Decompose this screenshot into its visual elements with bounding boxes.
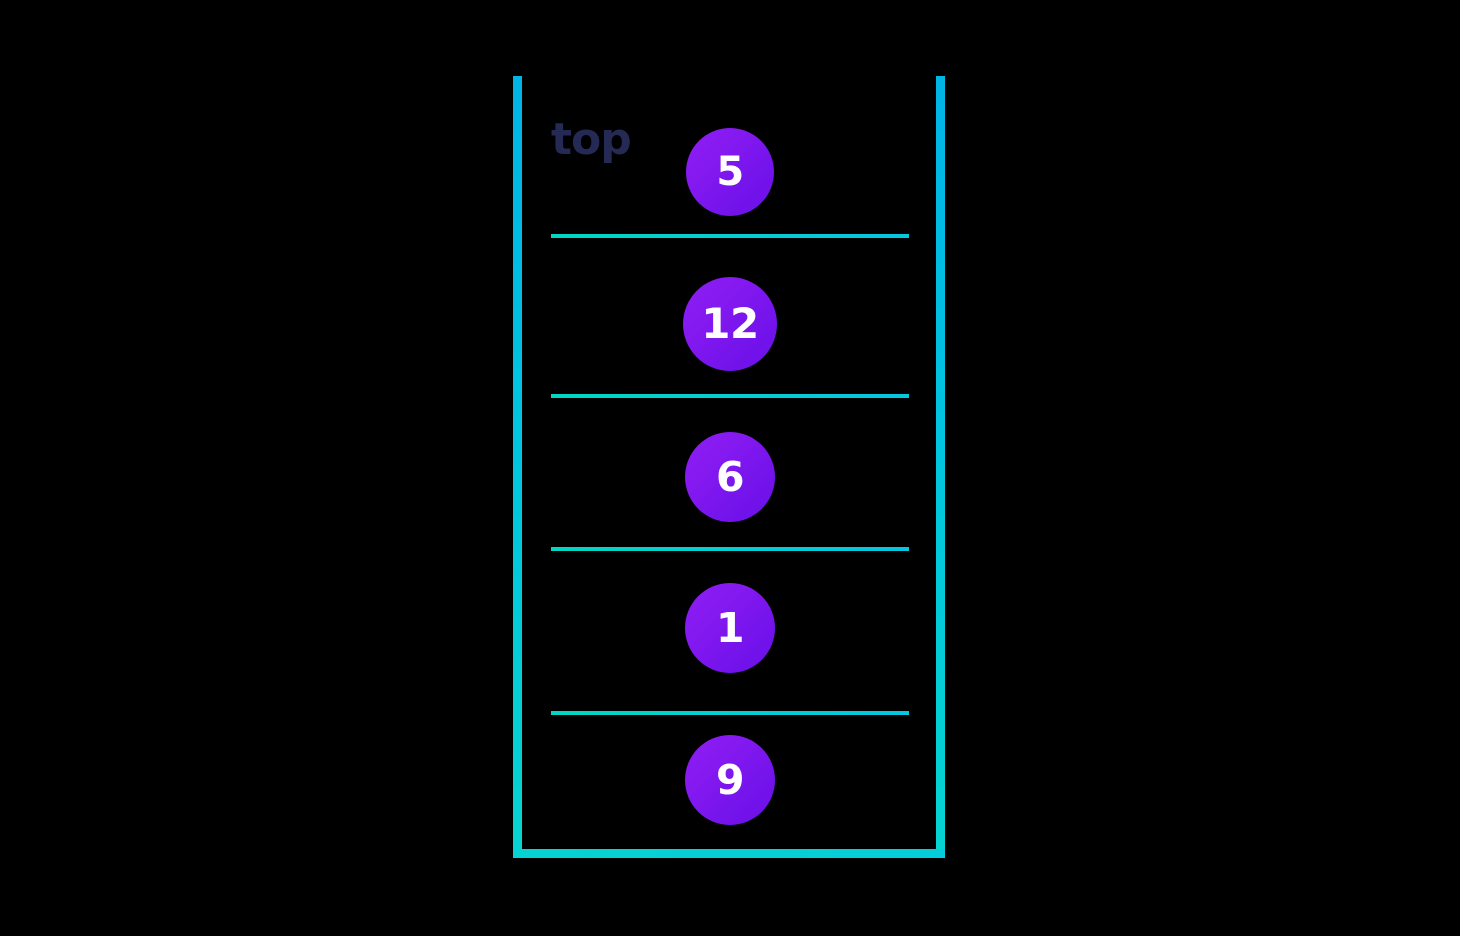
cell-divider: [551, 711, 909, 715]
cell-divider: [551, 234, 909, 238]
cell-divider: [551, 394, 909, 398]
stack-node[interactable]: 5: [686, 128, 774, 216]
cell-divider: [551, 547, 909, 551]
stack-frame-right-rail: [936, 76, 945, 858]
stack-frame-left-rail: [513, 76, 522, 858]
stack-top-label: top: [551, 114, 632, 165]
stack-node[interactable]: 1: [685, 583, 775, 673]
stack-container-frame: [513, 76, 945, 858]
stack-node[interactable]: 6: [685, 432, 775, 522]
stack-frame-base: [513, 849, 945, 858]
stack-node[interactable]: 12: [683, 277, 777, 371]
stack-cells: [513, 76, 945, 858]
stack-node[interactable]: 9: [685, 735, 775, 825]
